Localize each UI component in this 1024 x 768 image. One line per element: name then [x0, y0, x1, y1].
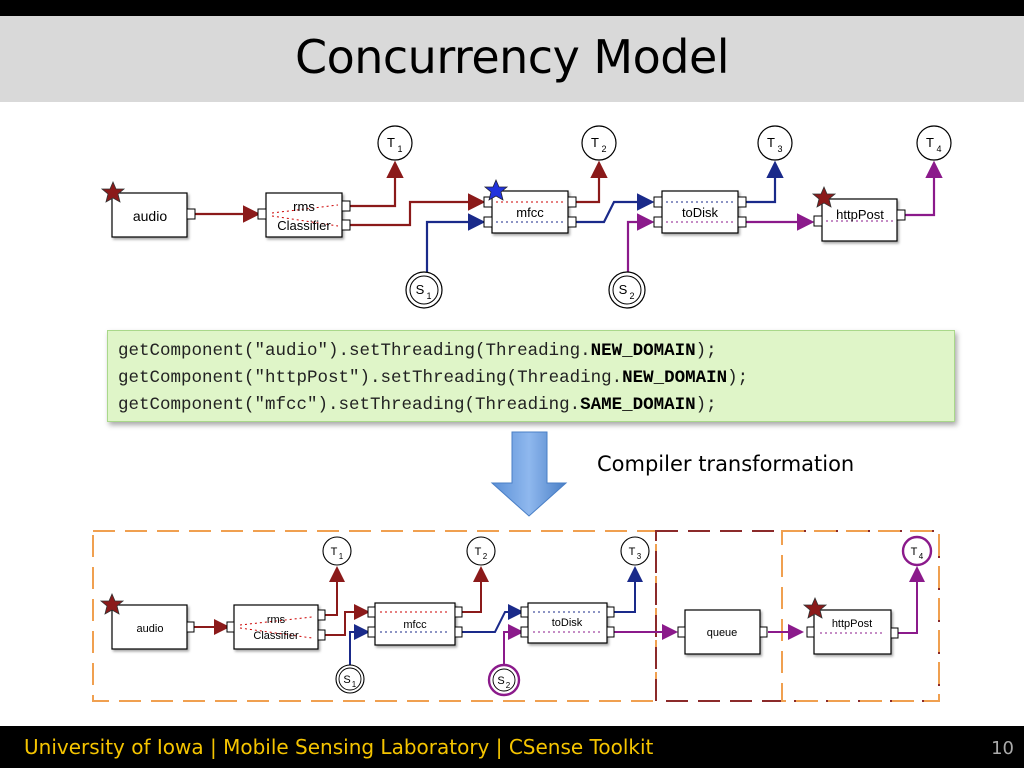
svg-text:4: 4: [936, 144, 941, 154]
source-s1-2: S 1: [335, 664, 365, 694]
task-t4: T 4: [916, 125, 952, 161]
wire-mfcc-todisk: [576, 193, 655, 224]
httppost-label: httpPost: [836, 207, 884, 222]
svg-text:Classifier: Classifier: [253, 630, 299, 642]
svg-text:2: 2: [601, 144, 606, 154]
svg-text:mfcc: mfcc: [403, 619, 427, 631]
footer-text: University of Iowa | Mobile Sensing Labo…: [24, 735, 654, 759]
slide-title: Concurrency Model: [294, 30, 730, 84]
task-t1: T 1: [377, 125, 413, 161]
svg-text:T: T: [911, 546, 918, 558]
component-rms-classifier: rms Classifier: [257, 192, 351, 238]
svg-text:1: 1: [426, 291, 431, 301]
svg-text:3: 3: [777, 144, 782, 154]
task-t2-2: T 2: [466, 536, 496, 566]
svg-text:2: 2: [506, 681, 511, 690]
domain-box-orange-right: [781, 530, 940, 702]
rms-label: rms: [293, 199, 315, 214]
task-t4-2: T 4: [901, 535, 933, 567]
svg-text:T: T: [926, 135, 934, 150]
star-icon: [483, 178, 509, 201]
star-icon: [802, 596, 828, 619]
page-number: 10: [991, 738, 1014, 759]
source-s2-2: S 2: [487, 663, 521, 697]
task-t2: T 2: [581, 125, 617, 161]
svg-text:httpPost: httpPost: [832, 618, 872, 630]
code-block: getComponent("audio").setThreading(Threa…: [107, 330, 955, 422]
audio-label: audio: [133, 208, 167, 224]
footer-bar: [0, 726, 1024, 768]
svg-text:1: 1: [397, 144, 402, 154]
component-audio: audio: [100, 180, 196, 238]
component-rms-classifier-2: rms Classifier: [226, 604, 326, 650]
svg-text:queue: queue: [707, 627, 738, 639]
svg-text:T: T: [475, 546, 482, 558]
svg-text:toDisk: toDisk: [552, 617, 583, 629]
component-queue: queue: [677, 609, 768, 655]
component-audio-2: audio: [99, 592, 195, 650]
svg-text:T: T: [591, 135, 599, 150]
wire-todisk-t3: [746, 160, 784, 204]
code-line: getComponent("httpPost").setThreading(Th…: [118, 368, 749, 388]
wire-mfcc-t2: [576, 160, 608, 204]
wire-rms-t1: [350, 160, 404, 208]
svg-text:3: 3: [637, 552, 642, 561]
task-t1-2: T 1: [322, 536, 352, 566]
component-httppost: httpPost: [811, 185, 906, 242]
svg-text:T: T: [331, 546, 338, 558]
svg-text:audio: audio: [137, 623, 164, 635]
component-todisk-2: toDisk: [520, 602, 615, 644]
wire-rms-mfcc: [350, 193, 486, 227]
code-line: getComponent("mfcc").setThreading(Thread…: [118, 395, 717, 415]
top-black-bar: [0, 0, 1024, 16]
svg-text:T: T: [387, 135, 395, 150]
classifier-label: Classifier: [277, 218, 331, 233]
star-icon: [99, 592, 125, 615]
task-t3-2: T 3: [620, 536, 650, 566]
svg-text:S: S: [619, 282, 628, 297]
title-bar: [0, 16, 1024, 102]
svg-text:1: 1: [352, 680, 357, 689]
bottom-diagram: audio rms Classifier mfcc: [92, 530, 940, 702]
transform-arrow-icon: [490, 431, 568, 517]
todisk-label: toDisk: [682, 205, 719, 220]
component-todisk: toDisk: [653, 190, 747, 234]
svg-text:S: S: [416, 282, 425, 297]
source-s1: S 1: [405, 271, 443, 309]
svg-text:S: S: [343, 674, 350, 686]
transformation-caption: Compiler transformation: [597, 452, 855, 476]
svg-text:T: T: [629, 546, 636, 558]
task-t3: T 3: [757, 125, 793, 161]
svg-text:1: 1: [339, 552, 344, 561]
wire-s1-mfcc: [425, 213, 486, 272]
wire-httppost-t4: [905, 160, 943, 217]
source-s2: S 2: [608, 271, 646, 309]
svg-text:2: 2: [629, 291, 634, 301]
component-mfcc-2: mfcc: [367, 602, 463, 646]
top-diagram: audio rms Classifier mfcc: [100, 125, 952, 309]
svg-text:T: T: [767, 135, 775, 150]
component-mfcc: mfcc: [483, 178, 577, 234]
star-icon: [811, 185, 837, 208]
star-icon: [100, 180, 126, 203]
code-line: getComponent("audio").setThreading(Threa…: [118, 341, 717, 361]
svg-text:4: 4: [919, 552, 924, 561]
svg-text:2: 2: [483, 552, 488, 561]
mfcc-label: mfcc: [516, 205, 544, 220]
wire-s2-todisk: [626, 213, 655, 272]
component-httppost-2: httpPost: [802, 596, 899, 655]
svg-text:rms: rms: [267, 614, 286, 626]
svg-text:S: S: [497, 675, 504, 687]
